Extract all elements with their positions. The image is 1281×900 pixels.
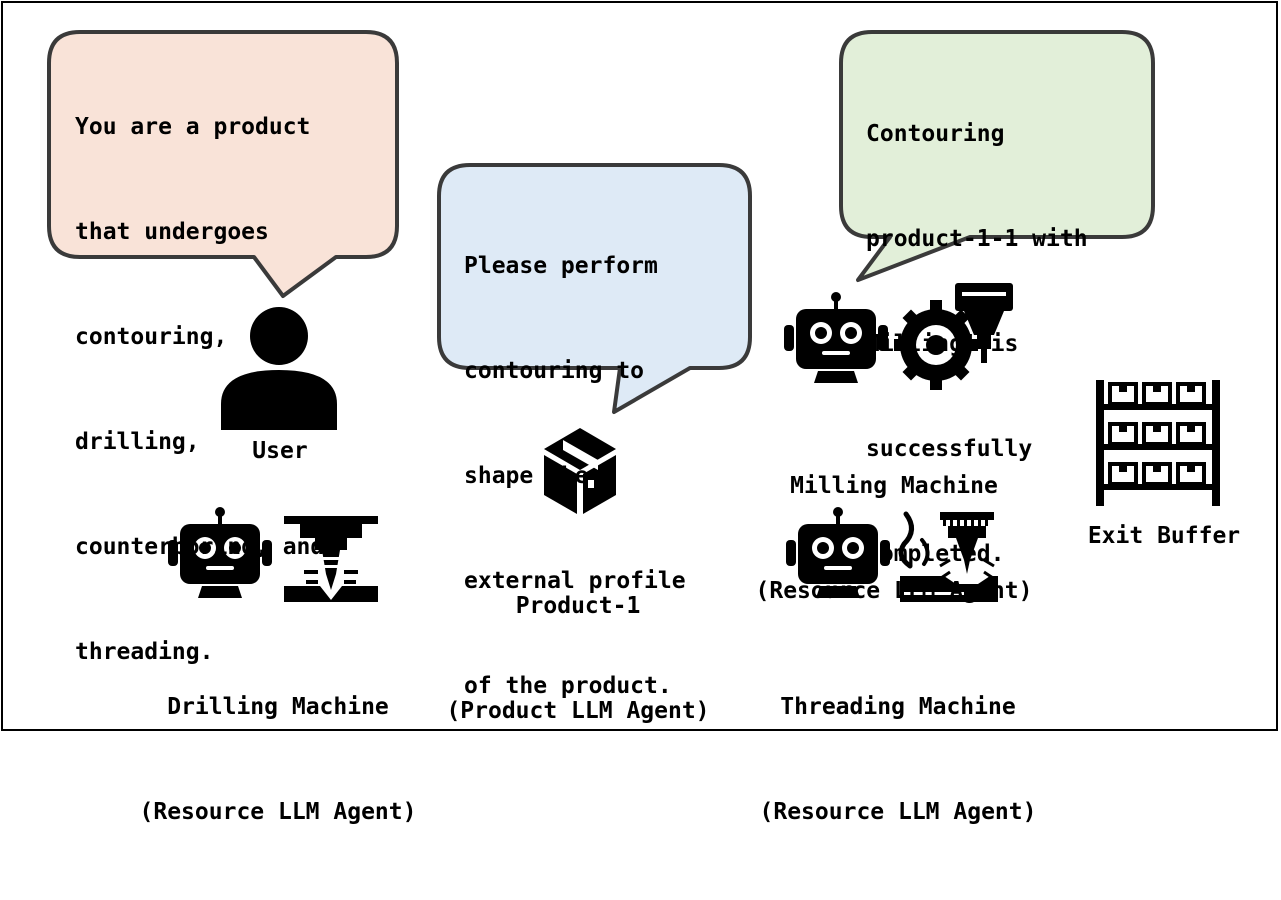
diagram-border [1, 1, 1278, 731]
product-bubble-line: Please perform [464, 253, 658, 279]
diagram-graphics [47, 30, 1220, 602]
diagram-canvas: You are a product that undergoes contour… [1, 1, 1278, 825]
drilling-machine-label: Drilling Machine (Resource LLM Agent) [106, 620, 450, 900]
product-bubble-line: contouring to [464, 358, 645, 384]
threading-role-label: (Resource LLM Agent) [759, 799, 1037, 825]
threading-machine-label: Threading Machine (Resource LLM Agent) [726, 620, 1070, 900]
product-bubble-line: of the product. [464, 673, 672, 699]
milling-bubble-line: Contouring [866, 121, 1005, 147]
product-name-label: Product-1 [515, 593, 641, 619]
box-icon [544, 428, 616, 514]
milling-machine-label: Milling Machine (Resource LLM Agent) [722, 399, 1066, 679]
product-bubble-line: shape the [464, 463, 589, 489]
user-bubble-line: drilling, [75, 429, 200, 455]
product-label: Product-1 (Product LLM Agent) [418, 519, 738, 799]
user-speech-bubble [47, 30, 399, 298]
milling-speech-bubble [839, 30, 1155, 282]
user-bubble-text: You are a product that undergoes contour… [75, 40, 324, 740]
user-label: User [252, 438, 308, 464]
drilling-role-label: (Resource LLM Agent) [139, 799, 417, 825]
person-icon [221, 307, 337, 430]
user-bubble-line: threading. [75, 639, 214, 665]
milling-bubble-line: product-1-1 with [866, 226, 1088, 252]
user-bubble-line: counterboring, and [75, 534, 325, 560]
milling-machine-icon [894, 283, 1013, 390]
cnc-machine-icon [898, 511, 998, 602]
milling-name-label: Milling Machine [790, 473, 998, 499]
product-bubble-line: external profile [464, 568, 686, 594]
user-bubble-line: You are a product [75, 114, 311, 140]
milling-bubble-line: successfully [866, 436, 1033, 462]
storage-shelf-icon [1096, 380, 1220, 506]
product-role-label: (Product LLM Agent) [446, 698, 710, 724]
product-bubble-text: Please perform contouring to shape the e… [464, 179, 686, 774]
user-bubble-line: contouring, [75, 324, 228, 350]
milling-bubble-line: Milling1 is [866, 331, 1019, 357]
threading-name-label: Threading Machine [780, 694, 1016, 720]
user-bubble-line: that undergoes [75, 219, 269, 245]
milling-bubble-text: Contouring product-1-1 with Milling1 is … [866, 47, 1088, 642]
milling-role-label: (Resource LLM Agent) [755, 578, 1033, 604]
milling-bubble-line: completed. [866, 541, 1005, 567]
drill-press-icon [284, 516, 378, 602]
drilling-name-label: Drilling Machine [167, 694, 389, 720]
product-speech-bubble [437, 163, 752, 414]
exit-buffer-label: Exit Buffer [1087, 523, 1241, 549]
